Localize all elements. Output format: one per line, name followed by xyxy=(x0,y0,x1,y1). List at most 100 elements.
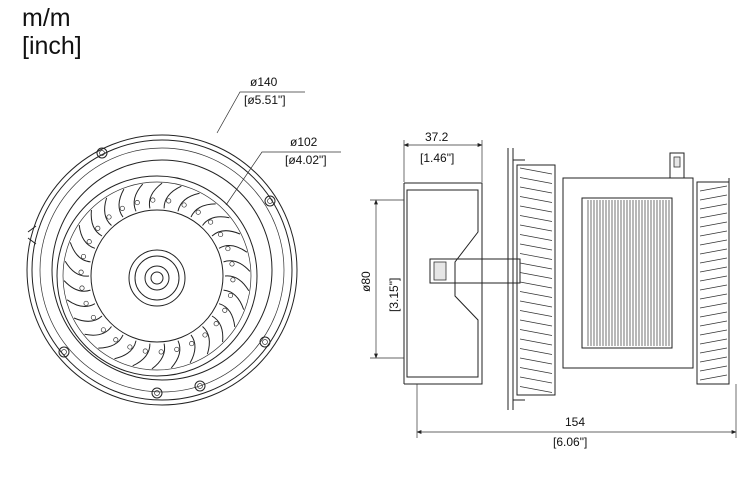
housing-depth-inch-label: [1.46"] xyxy=(420,151,454,165)
overall-length-inch-label: [6.06"] xyxy=(553,435,587,449)
fin xyxy=(519,196,553,203)
blade xyxy=(66,299,96,307)
rivet xyxy=(86,239,92,245)
fin xyxy=(519,205,553,213)
blower-wheel xyxy=(56,175,258,377)
fin xyxy=(519,167,553,175)
blade xyxy=(177,192,200,212)
fin xyxy=(519,224,553,232)
rivet xyxy=(78,269,84,275)
rivet xyxy=(218,231,224,238)
housing-depth-label: 37.2 xyxy=(425,130,449,144)
wheel-diameter-label: ø102 xyxy=(290,135,318,149)
blade xyxy=(202,216,230,226)
rear-fin xyxy=(699,356,728,363)
fin xyxy=(519,367,553,374)
fin xyxy=(519,253,553,260)
rivet xyxy=(127,344,133,350)
blade xyxy=(170,340,181,369)
rear-fin xyxy=(699,203,728,210)
rivet xyxy=(227,292,234,299)
blade xyxy=(223,289,245,310)
rear-fin xyxy=(699,221,728,228)
fin xyxy=(519,348,553,355)
rivet xyxy=(134,200,140,206)
rear-fin xyxy=(699,230,728,237)
rivet xyxy=(208,219,214,225)
rear-fin xyxy=(699,248,728,255)
rear-fin xyxy=(699,266,728,273)
rear-fin xyxy=(699,374,728,381)
blade xyxy=(118,188,125,218)
fin xyxy=(519,281,553,289)
unit-imperial: [inch] xyxy=(22,32,82,60)
blade xyxy=(223,260,251,272)
unit-metric: m/m xyxy=(22,4,71,32)
rivet xyxy=(90,314,96,321)
rivet xyxy=(181,202,187,208)
rivet xyxy=(222,307,228,313)
rear-fin xyxy=(699,311,728,318)
rear-fin xyxy=(699,194,728,201)
fin xyxy=(519,310,553,317)
rivet xyxy=(213,321,219,327)
rear-fin xyxy=(699,329,728,336)
fin xyxy=(519,338,553,346)
rivet xyxy=(150,197,156,203)
fin xyxy=(519,300,553,308)
blade xyxy=(90,209,103,237)
blade xyxy=(64,260,90,277)
blade xyxy=(218,303,236,327)
rear-fin xyxy=(699,239,728,246)
wheel-blades xyxy=(63,182,251,370)
outer-flange xyxy=(26,134,298,406)
rivet xyxy=(229,261,235,267)
rear-fin xyxy=(699,347,728,354)
rivet xyxy=(195,209,201,215)
rear-fin xyxy=(699,365,728,372)
blade xyxy=(151,343,166,370)
rivet xyxy=(158,349,164,355)
rivet xyxy=(202,332,208,338)
rivet xyxy=(80,253,87,260)
fin xyxy=(519,243,553,251)
rivet xyxy=(95,225,101,231)
rear-fin xyxy=(699,257,728,264)
blade xyxy=(104,197,112,226)
rear-fin xyxy=(699,293,728,300)
blade xyxy=(211,230,241,237)
side-view xyxy=(403,148,730,410)
wheel-diameter-inch-label: [ø4.02"] xyxy=(285,153,327,167)
rear-fin xyxy=(699,284,728,291)
blade xyxy=(190,203,216,218)
fin xyxy=(519,186,553,194)
hub xyxy=(128,249,186,307)
rivet xyxy=(189,341,195,347)
rear-wheel-side xyxy=(696,181,730,385)
fin xyxy=(519,272,553,279)
front-wheel-side xyxy=(516,164,556,396)
rivet xyxy=(225,246,231,252)
rivet xyxy=(113,337,119,343)
blade xyxy=(202,326,210,355)
rear-fin xyxy=(699,185,728,192)
blade xyxy=(84,326,112,336)
outer-diameter-inch-label: [ø5.51"] xyxy=(244,93,286,107)
fin xyxy=(519,386,553,393)
blade xyxy=(163,185,182,209)
blade xyxy=(132,343,151,367)
rivet xyxy=(79,285,85,291)
fin xyxy=(519,319,553,327)
fin xyxy=(519,215,553,222)
blade xyxy=(133,183,144,212)
blade xyxy=(78,225,96,249)
fin xyxy=(519,177,553,184)
fin xyxy=(519,357,553,365)
rivet xyxy=(106,214,112,220)
rear-fin xyxy=(699,338,728,345)
blade xyxy=(224,275,250,292)
blade xyxy=(98,334,124,349)
blade xyxy=(211,315,224,343)
rivet xyxy=(119,205,125,211)
